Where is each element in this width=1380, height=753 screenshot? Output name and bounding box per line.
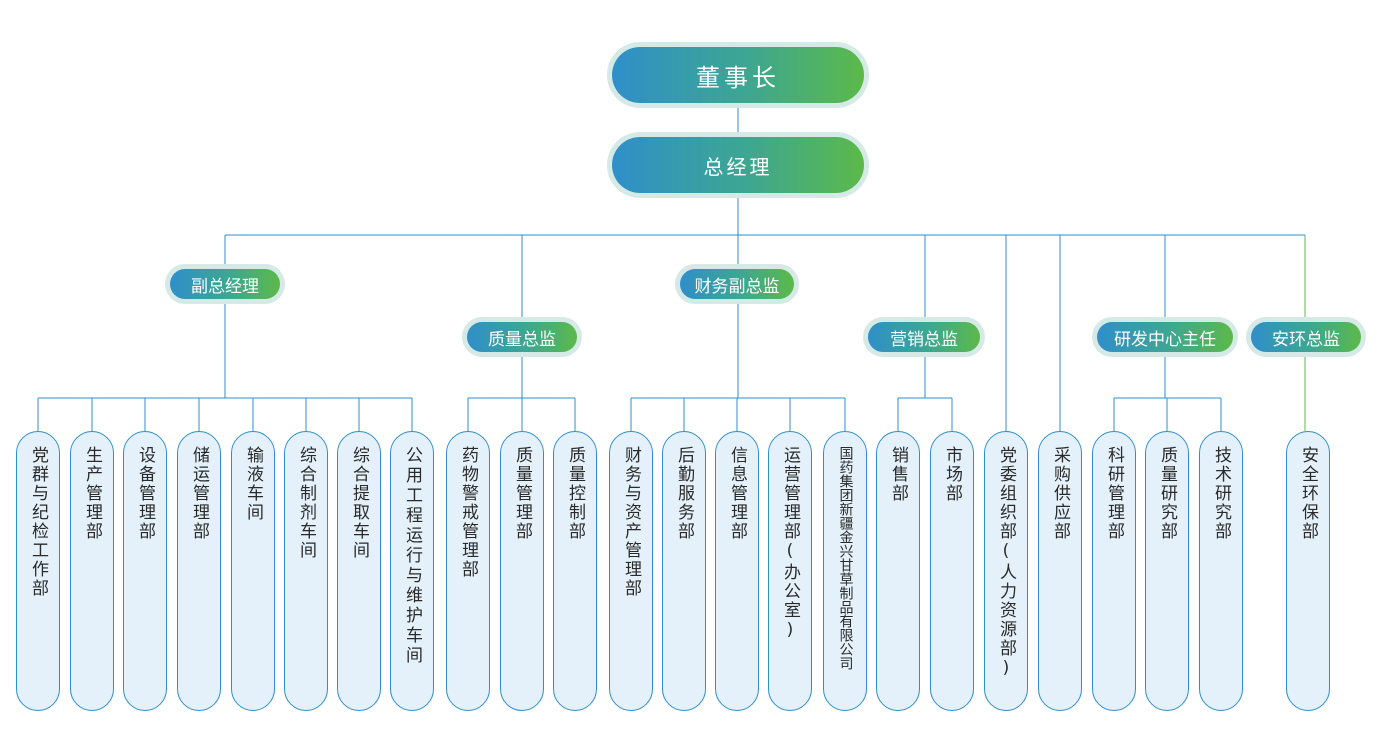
department-box: 党群与纪检工作部 <box>16 431 60 711</box>
department-box: 设备管理部 <box>123 431 167 711</box>
department-label: 综合提取车间 <box>349 446 369 560</box>
department-box: 输液车间 <box>231 431 275 711</box>
department-label: 药物警戒管理部 <box>458 446 478 579</box>
deputy-gm-node: 副总经理 <box>165 264 285 304</box>
department-box: 运营管理部(办公室) <box>768 431 812 711</box>
department-label: 设备管理部 <box>135 446 155 541</box>
department-label: 信息管理部 <box>727 446 747 541</box>
department-box: 国药集团新疆金兴甘草制品有限公司 <box>823 431 867 711</box>
department-label: 销售部 <box>888 446 908 503</box>
department-box: 药物警戒管理部 <box>446 431 490 711</box>
department-label: 党群与纪检工作部 <box>28 446 48 598</box>
safety-env-director-label: 安环总监 <box>1251 322 1361 352</box>
department-label: 安全环保部 <box>1298 446 1318 541</box>
department-label: 科研管理部 <box>1104 446 1124 541</box>
department-label: 技术研究部 <box>1211 446 1231 541</box>
department-box: 生产管理部 <box>70 431 114 711</box>
department-label: 采购供应部 <box>1050 446 1070 541</box>
department-label: 输液车间 <box>243 446 263 522</box>
marketing-director-node: 营销总监 <box>863 317 985 357</box>
chairman-node: 董事长 <box>607 42 869 108</box>
department-box: 市场部 <box>930 431 974 711</box>
department-box: 综合提取车间 <box>337 431 381 711</box>
department-label: 综合制剂车间 <box>296 446 316 560</box>
department-label: 质量研究部 <box>1157 446 1177 541</box>
department-label: 后勤服务部 <box>674 446 694 541</box>
chairman-label: 董事长 <box>612 47 864 103</box>
department-label: 生产管理部 <box>82 446 102 541</box>
department-box: 安全环保部 <box>1286 431 1330 711</box>
department-box: 综合制剂车间 <box>284 431 328 711</box>
department-label: 市场部 <box>942 446 962 503</box>
deputy-gm-label: 副总经理 <box>170 269 280 299</box>
department-box: 科研管理部 <box>1092 431 1136 711</box>
rd-director-node: 研发中心主任 <box>1092 317 1238 357</box>
department-box: 后勤服务部 <box>662 431 706 711</box>
finance-deputy-director-label: 财务副总监 <box>680 269 794 299</box>
department-label: 党委组织部(人力资源部) <box>996 446 1016 680</box>
department-box: 质量管理部 <box>500 431 544 711</box>
department-box: 采购供应部 <box>1038 431 1082 711</box>
department-box: 党委组织部(人力资源部) <box>984 431 1028 711</box>
general-manager-label: 总经理 <box>612 137 864 193</box>
department-label: 财务与资产管理部 <box>621 446 641 598</box>
marketing-director-label: 营销总监 <box>868 322 980 352</box>
rd-director-label: 研发中心主任 <box>1097 322 1233 352</box>
department-box: 质量研究部 <box>1145 431 1189 711</box>
department-box: 质量控制部 <box>553 431 597 711</box>
quality-director-node: 质量总监 <box>462 317 582 357</box>
department-label: 国药集团新疆金兴甘草制品有限公司 <box>837 446 854 670</box>
department-label: 质量控制部 <box>565 446 585 541</box>
department-box: 公用工程运行与维护车间 <box>390 431 434 711</box>
department-label: 运营管理部(办公室) <box>780 446 800 642</box>
department-box: 储运管理部 <box>177 431 221 711</box>
quality-director-label: 质量总监 <box>467 322 577 352</box>
safety-env-director-node: 安环总监 <box>1246 317 1366 357</box>
department-box: 销售部 <box>876 431 920 711</box>
finance-deputy-director-node: 财务副总监 <box>675 264 799 304</box>
general-manager-node: 总经理 <box>607 132 869 198</box>
department-box: 信息管理部 <box>715 431 759 711</box>
department-box: 技术研究部 <box>1199 431 1243 711</box>
department-label: 质量管理部 <box>512 446 532 541</box>
department-label: 公用工程运行与维护车间 <box>402 446 422 666</box>
department-box: 财务与资产管理部 <box>609 431 653 711</box>
department-label: 储运管理部 <box>189 446 209 541</box>
